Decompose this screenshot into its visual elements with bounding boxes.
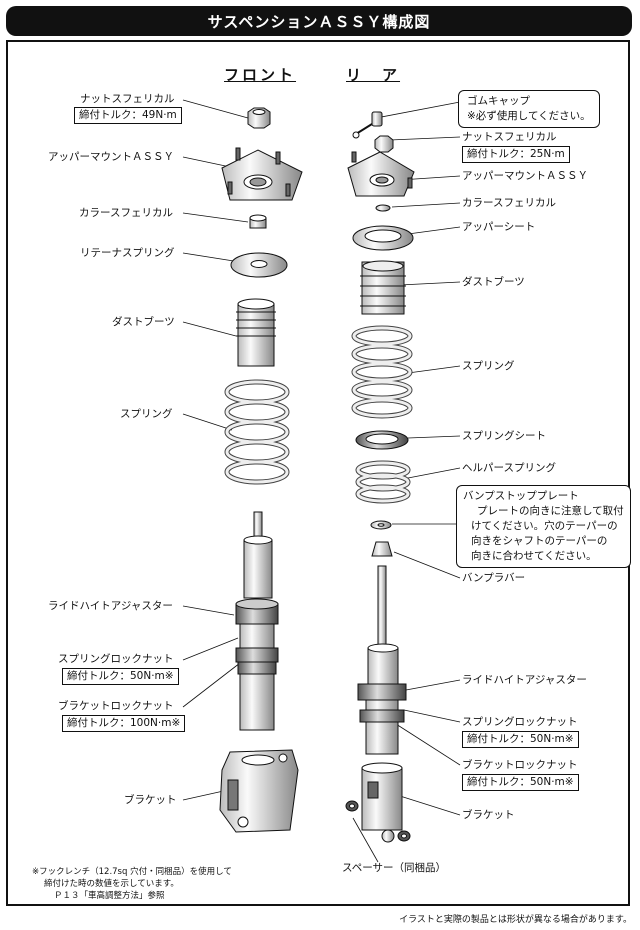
rear-bump-stop-plate-label: バンプストッププレート bbox=[463, 490, 579, 502]
front-collar-spherical-label: カラースフェリカル bbox=[79, 207, 173, 219]
diagram-frame bbox=[6, 40, 630, 906]
rear-nut-torque-box: 締付トルク：25N·m bbox=[462, 146, 570, 163]
front-bracket-lock-nut-label: ブラケットロックナット bbox=[58, 700, 174, 712]
torque-footnote-3: Ｐ１３「車高調整方法」参照 bbox=[54, 891, 165, 901]
front-nut-spherical-label: ナットスフェリカル bbox=[80, 93, 175, 105]
rear-bump-stop-note-1: プレートの向きに注意して取付 bbox=[477, 505, 624, 517]
rear-nut-spherical-label: ナットスフェリカル bbox=[462, 131, 557, 143]
leader-lines bbox=[182, 99, 461, 863]
rear-bracket-lock-torque-box: 締付トルク：50N·m※ bbox=[462, 774, 579, 791]
rear-helper-spring-label: ヘルパースプリング bbox=[462, 462, 556, 474]
rear-bump-stop-note-4: 向きに合わせてください。 bbox=[471, 550, 597, 562]
front-bracket-label: ブラケット bbox=[124, 794, 177, 806]
rear-bracket-label: ブラケット bbox=[462, 809, 515, 821]
rear-rubber-cap-note: ※必ず使用してください。 bbox=[467, 110, 591, 122]
rear-spring-lock-torque-box: 締付トルク：50N·m※ bbox=[462, 731, 579, 748]
rear-assembly bbox=[345, 111, 415, 843]
rear-upper-seat-label: アッパーシート bbox=[462, 221, 536, 233]
torque-footnote-2: 締付けた時の数値を示しています。 bbox=[44, 879, 179, 889]
front-bracket-lock-torque-box: 締付トルク：100N·m※ bbox=[62, 715, 186, 732]
rear-bump-stop-box: バンプストッププレート プレートの向きに注意して取付 けてください。穴のテーパー… bbox=[456, 485, 631, 568]
front-ride-height-adjuster-label: ライドハイトアジャスター bbox=[48, 600, 173, 612]
rear-spring-label: スプリング bbox=[462, 360, 515, 372]
rear-column-heading: リ ア bbox=[346, 66, 401, 84]
front-nut-torque-box: 締付トルク：49N·m bbox=[74, 107, 182, 124]
front-spring-lock-nut-label: スプリングロックナット bbox=[58, 653, 174, 665]
disclaimer-text: イラストと実際の製品とは形状が異なる場合があります。 bbox=[399, 915, 632, 925]
rear-bump-stop-note-3: 向きをシャフトのテーパーの bbox=[471, 535, 608, 547]
front-spring-lock-torque-box: 締付トルク：50N·m※ bbox=[62, 668, 179, 685]
front-spring-label: スプリング bbox=[120, 408, 173, 420]
rear-collar-spherical-label: カラースフェリカル bbox=[462, 197, 556, 209]
front-upper-mount-label: アッパーマウントＡＳＳＹ bbox=[48, 151, 174, 163]
rear-rubber-cap-box: ゴムキャップ ※必ず使用してください。 bbox=[458, 90, 600, 128]
rear-upper-mount-label: アッパーマウントＡＳＳＹ bbox=[462, 170, 588, 182]
torque-footnote-1: ※フックレンチ（12.7sq 穴付・同梱品）を使用して bbox=[32, 867, 232, 877]
rear-dust-boot-label: ダストブーツ bbox=[462, 276, 525, 288]
rear-bump-stop-note-2: けてください。穴のテーパーの bbox=[471, 520, 618, 532]
rear-ride-height-adjuster-label: ライドハイトアジャスター bbox=[462, 674, 587, 686]
rear-rubber-cap-label: ゴムキャップ bbox=[467, 95, 530, 107]
page-title: サスペンションＡＳＳＹ構成図 bbox=[6, 6, 632, 36]
rear-spring-seat-label: スプリングシート bbox=[462, 430, 546, 442]
front-dust-boot-label: ダストブーツ bbox=[112, 316, 175, 328]
rear-bracket-lock-nut-label: ブラケットロックナット bbox=[462, 759, 578, 771]
rear-spring-lock-nut-label: スプリングロックナット bbox=[462, 716, 578, 728]
rear-bump-rubber-label: バンプラバー bbox=[462, 572, 526, 584]
front-retainer-spring-label: リテーナスプリング bbox=[80, 247, 175, 259]
front-assembly bbox=[219, 107, 303, 833]
rear-spacer-label: スペーサー（同梱品） bbox=[342, 862, 447, 874]
front-column-heading: フロント bbox=[224, 66, 297, 84]
